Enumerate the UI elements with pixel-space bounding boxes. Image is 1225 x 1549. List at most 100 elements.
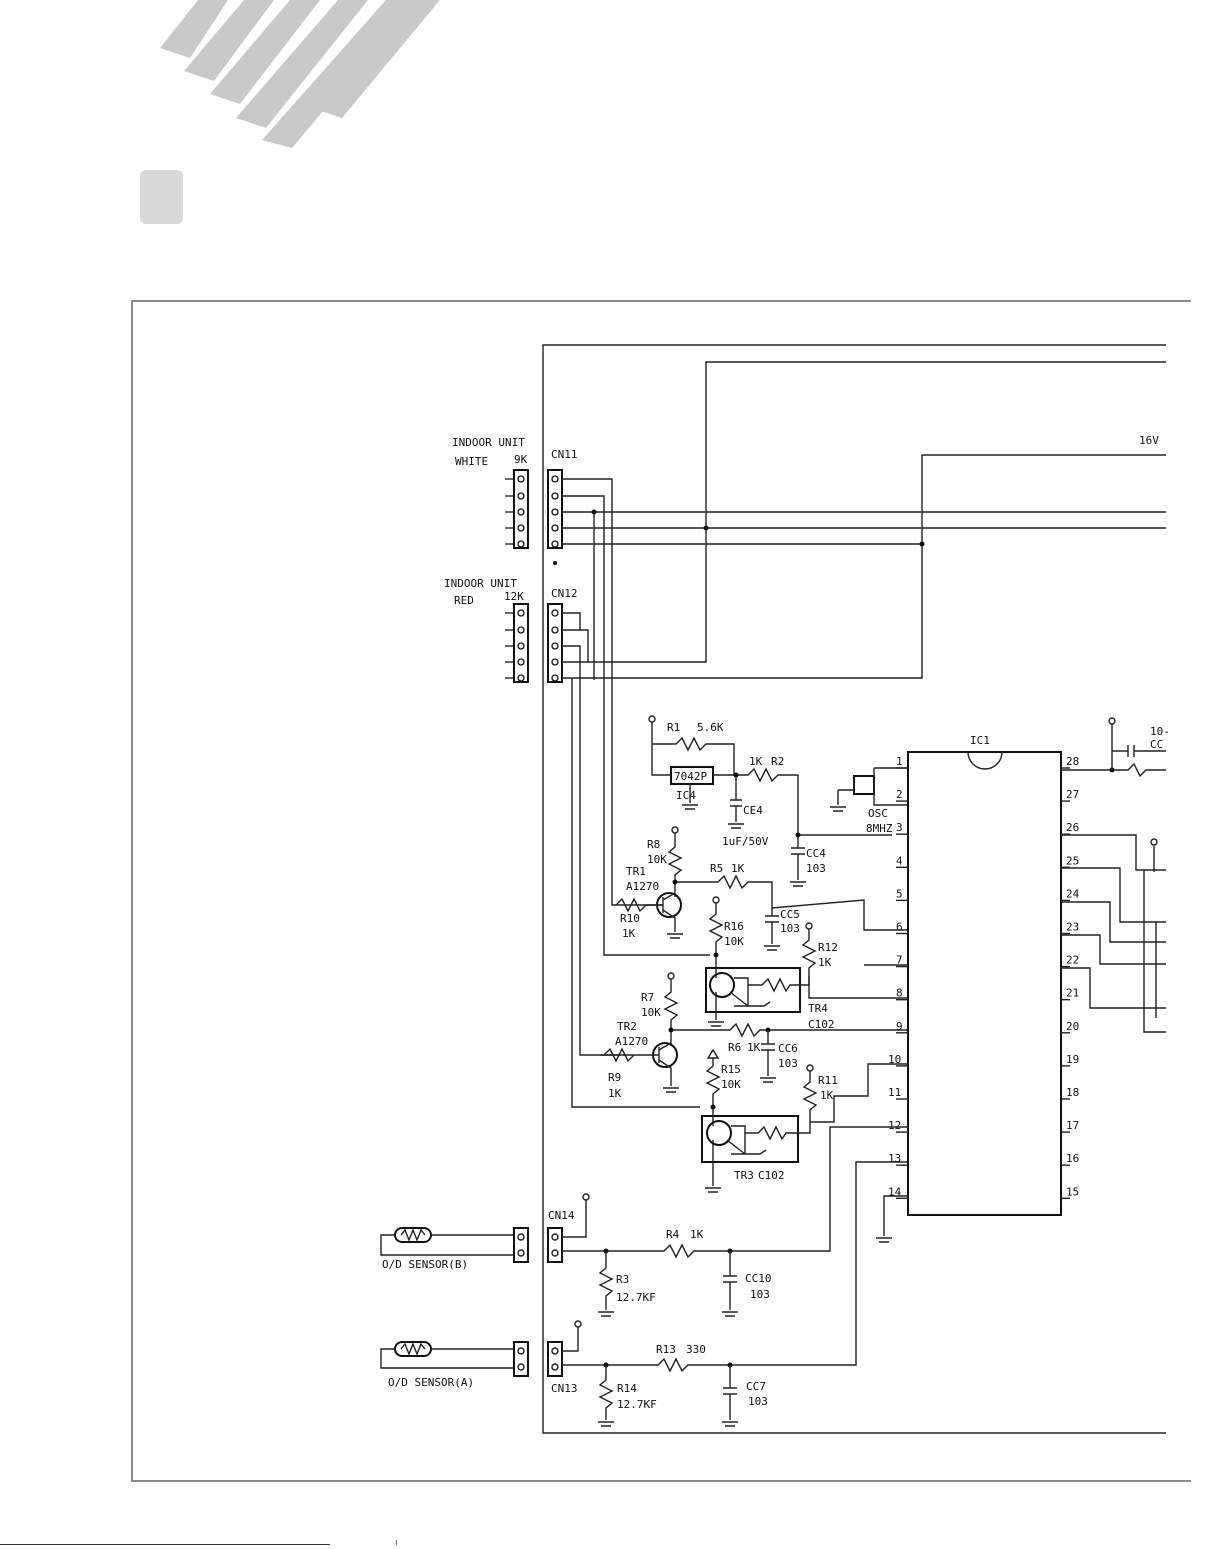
cn11-btu: 9K — [514, 453, 528, 466]
r15-name: R15 — [721, 1063, 741, 1076]
tr4-part: C102 — [808, 1018, 835, 1031]
r13-value: 330 — [686, 1343, 706, 1356]
cn11-connector: INDOOR UNIT WHITE 9K CN11 — [452, 436, 578, 549]
ic4-part: 7042P — [674, 770, 707, 783]
tr1-part: A1270 — [626, 880, 659, 893]
cc4-capacitor: CC4 103 — [790, 832, 892, 887]
sensor-b-section: O/D SENSOR(B) CN14 R4 1K R3 12.7KF CC10 … — [380, 1126, 908, 1317]
r2-value: 1K — [749, 755, 763, 768]
sensor-b-label: O/D SENSOR(B) — [382, 1258, 468, 1271]
r4-name: R4 — [666, 1228, 680, 1241]
ic1-pin-label-26: 26 — [1066, 821, 1079, 834]
cn12-name: CN12 — [551, 587, 578, 600]
r6-value: 1K — [747, 1041, 761, 1054]
sensor-a-label: O/D SENSOR(A) — [388, 1376, 474, 1389]
r12-name: R12 — [818, 941, 838, 954]
cn11-line1: INDOOR UNIT — [452, 436, 525, 449]
cc7-name: CC7 — [746, 1380, 766, 1393]
cn11-name: CN11 — [551, 448, 578, 461]
cn14-name: CN14 — [548, 1209, 575, 1222]
osc-line2: 8MHZ — [866, 822, 893, 835]
ic1-pin-label-21: 21 — [1066, 987, 1079, 1000]
cc7-value: 103 — [748, 1395, 768, 1408]
cn12-btu: 12K — [504, 590, 524, 603]
r16-name: R16 — [724, 920, 744, 933]
tr3-section: R15 10K R11 1K TR3 C102 — [701, 1048, 908, 1193]
ic1-pin-label-23: 23 — [1066, 921, 1079, 934]
supply-voltage-label: 16V — [1139, 434, 1159, 447]
ic1-pin-label-25: 25 — [1066, 854, 1079, 867]
ic1-name: IC1 — [970, 734, 990, 747]
r9-name: R9 — [608, 1071, 621, 1084]
r10-value: 1K — [622, 927, 636, 940]
ic1-pin-label-3: 3 — [896, 821, 903, 834]
r12-value: 1K — [818, 956, 832, 969]
cn11-line2: WHITE — [455, 455, 488, 468]
ic1-pin-label-12: 12 — [888, 1119, 901, 1132]
r3-value: 12.7KF — [616, 1291, 656, 1304]
r5-name: R5 — [710, 862, 723, 875]
r2-name: R2 — [771, 755, 784, 768]
cc5-name: CC5 — [780, 908, 800, 921]
r7-value: 10K — [641, 1006, 661, 1019]
cc10-name: CC10 — [745, 1272, 772, 1285]
right-side-wiring — [1061, 834, 1166, 1033]
r11-value: 1K — [820, 1089, 834, 1102]
r13-name: R13 — [656, 1343, 676, 1356]
tr3-name: TR3 — [734, 1169, 754, 1182]
ic1-pin-label-24: 24 — [1066, 887, 1080, 900]
cc6-value: 103 — [778, 1057, 798, 1070]
r5-value: 1K — [731, 862, 745, 875]
ic1-pin-label-6: 6 — [896, 921, 903, 934]
ic1-pin-label-8: 8 — [896, 987, 903, 1000]
ic1-pin-label-9: 9 — [896, 1020, 903, 1033]
ic1-pin-label-5: 5 — [896, 887, 903, 900]
r11-name: R11 — [818, 1074, 838, 1087]
r8-name: R8 — [647, 838, 660, 851]
tr2-part: A1270 — [615, 1035, 648, 1048]
ic1-pin-label-14: 14 — [888, 1185, 902, 1198]
tr4-section: R16 10K R12 1K TR4 C102 — [705, 896, 908, 1031]
cc10-value: 103 — [750, 1288, 770, 1301]
r16-value: 10K — [724, 935, 744, 948]
cap-line1: 10- — [1150, 725, 1170, 738]
ic1-pin-label-13: 13 — [888, 1152, 901, 1165]
cc5-value: 103 — [780, 922, 800, 935]
r14-value: 12.7KF — [617, 1398, 657, 1411]
connector-wiring — [562, 361, 1166, 1108]
tr2-section: R7 10K TR2 A1270 R6 1K CC6 103 R9 1K — [600, 972, 908, 1100]
r15-value: 10K — [721, 1078, 741, 1091]
ic1-pin-label-27: 27 — [1066, 788, 1079, 801]
ic1-pin-label-10: 10 — [888, 1053, 901, 1066]
top-right-capacitor: 10- CC — [1061, 717, 1170, 778]
cap-line2: CC — [1150, 738, 1163, 751]
regulator-section: 7042P IC4 R1 5.6K 1K R2 CE4 1uF/50V — [648, 715, 799, 848]
r10-name: R10 — [620, 912, 640, 925]
r1-value: 5.6K — [697, 721, 724, 734]
osc-line1: OSC — [868, 807, 888, 820]
tr4-name: TR4 — [808, 1002, 828, 1015]
ic4-name: IC4 — [676, 789, 696, 802]
cc6-name: CC6 — [778, 1042, 798, 1055]
ic1-pin-label-18: 18 — [1066, 1086, 1079, 1099]
tr2-name: TR2 — [617, 1020, 637, 1033]
cc5-capacitor: CC5 103 — [764, 908, 800, 951]
tr1-name: TR1 — [626, 865, 646, 878]
ic1-pin-label-15: 15 — [1066, 1185, 1079, 1198]
ic1-pin-label-17: 17 — [1066, 1119, 1079, 1132]
tr3-part: C102 — [758, 1169, 785, 1182]
r3-name: R3 — [616, 1273, 629, 1286]
decorative-stripes — [160, 0, 440, 148]
ic1-pin-label-2: 2 — [896, 788, 903, 801]
r9-value: 1K — [608, 1087, 622, 1100]
ic1-pin-label-11: 11 — [888, 1086, 901, 1099]
sensor-a-section: O/D SENSOR(A) CN13 R13 330 R14 12.7KF CC… — [380, 1161, 908, 1427]
cc4-name: CC4 — [806, 847, 826, 860]
ic1-pin-label-16: 16 — [1066, 1152, 1079, 1165]
ic1-pin-label-1: 1 — [896, 755, 903, 768]
oscillator: OSC 8MHZ — [830, 767, 908, 835]
ce4-name: CE4 — [743, 804, 763, 817]
ic1-pin-label-22: 22 — [1066, 954, 1079, 967]
